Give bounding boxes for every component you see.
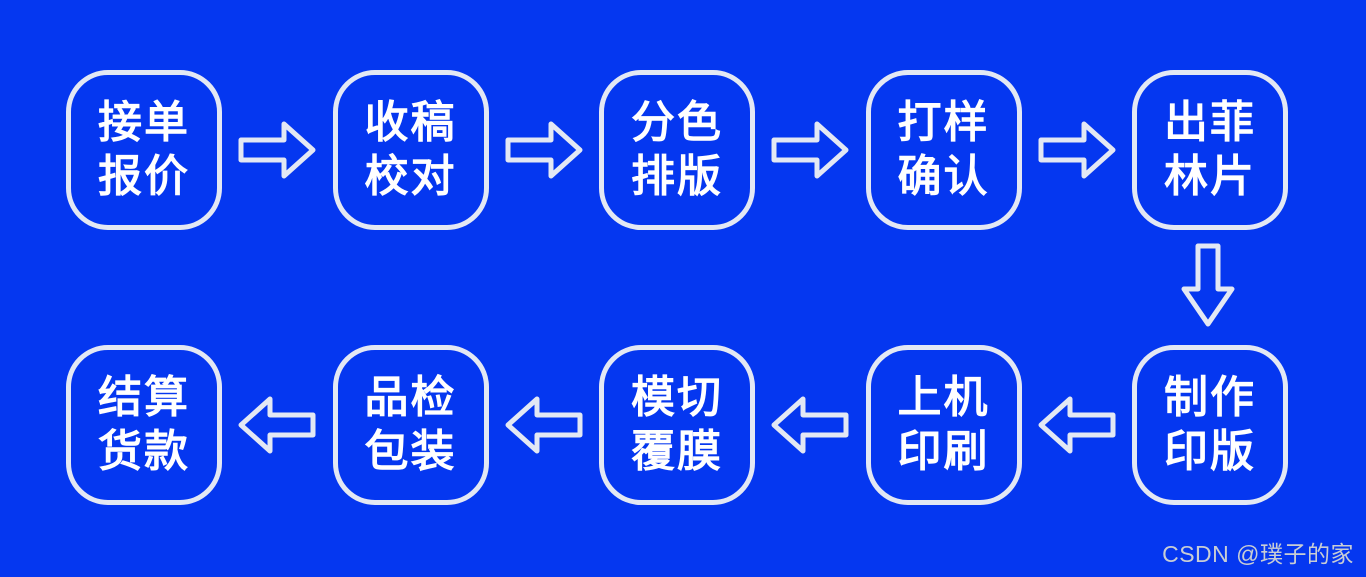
step-label: 林片 [1164, 152, 1256, 201]
step-receive-proofread: 收稿 校对 [332, 70, 489, 230]
step-label: 覆膜 [631, 427, 723, 476]
step-label: 分色 [631, 98, 723, 147]
step-label: 校对 [364, 152, 457, 201]
step-press-printing: 上机 印刷 [865, 345, 1022, 505]
arrow-left-icon [1038, 396, 1116, 454]
step-plate-making: 制作 印版 [1132, 345, 1288, 505]
step-label: 收稿 [364, 98, 457, 147]
step-inspection-packaging: 品检 包装 [332, 345, 489, 505]
step-proof-confirm: 打样 确认 [865, 70, 1022, 230]
arrow-left-icon [505, 396, 583, 454]
step-label: 包装 [364, 427, 457, 476]
step-label: 模切 [631, 373, 723, 422]
arrow-right-icon [505, 121, 583, 179]
step-order-quote: 接单 报价 [66, 70, 222, 230]
step-film-output: 出菲 林片 [1132, 70, 1288, 230]
step-label: 货款 [98, 427, 190, 476]
arrow-right-icon [238, 121, 316, 179]
arrow-left-icon [771, 396, 849, 454]
top-row: 接单 报价 收稿 校对 分色 排版 打样 确认 出菲 林片 [66, 70, 1288, 230]
step-label: 报价 [98, 152, 190, 201]
step-label: 打样 [897, 98, 990, 147]
watermark: CSDN @璞子的家 [1162, 541, 1354, 567]
arrow-left-icon [238, 396, 316, 454]
bottom-row: 结算 货款 品检 包装 模切 覆膜 上机 印刷 制作 印版 [66, 345, 1288, 505]
arrow-right-icon [1038, 121, 1116, 179]
step-label: 上机 [897, 373, 990, 422]
step-label: 品检 [364, 373, 457, 422]
step-label: 印版 [1164, 427, 1256, 476]
step-payment-settlement: 结算 货款 [66, 345, 222, 505]
step-label: 结算 [98, 373, 190, 422]
step-label: 排版 [631, 152, 723, 201]
step-label: 接单 [98, 98, 190, 147]
step-die-cut-lamination: 模切 覆膜 [599, 345, 755, 505]
step-label: 制作 [1164, 373, 1256, 422]
arrow-down-icon [1181, 243, 1235, 327]
step-label: 确认 [897, 152, 990, 201]
step-label: 印刷 [897, 427, 990, 476]
arrow-right-icon [771, 121, 849, 179]
step-color-separation-layout: 分色 排版 [599, 70, 755, 230]
step-label: 出菲 [1164, 98, 1256, 147]
